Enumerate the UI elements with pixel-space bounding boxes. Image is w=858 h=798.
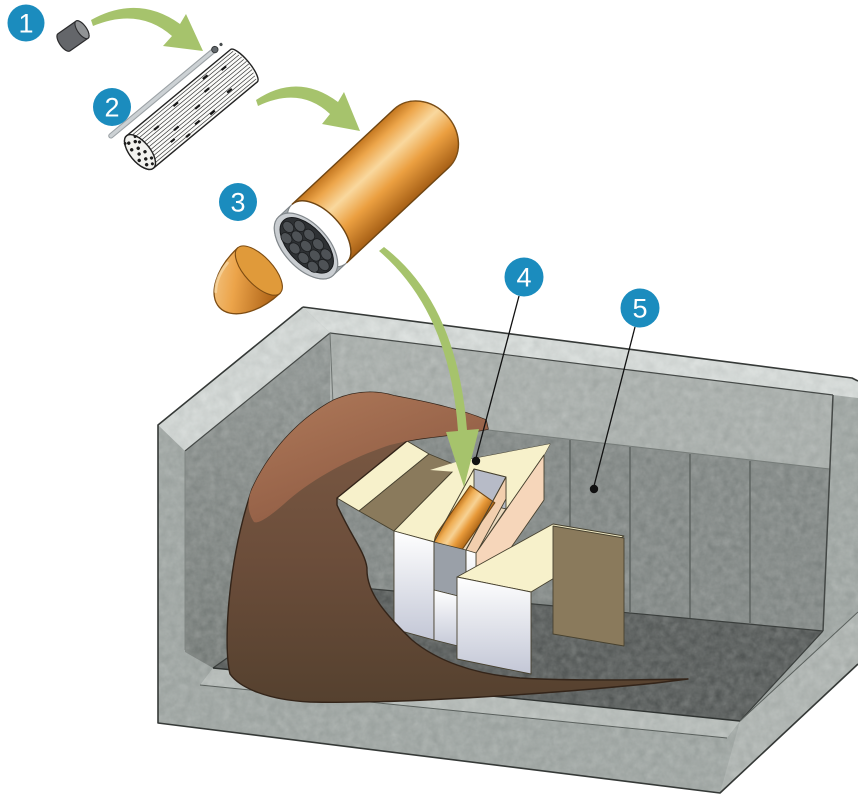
leader-lines [471,295,636,494]
step-marker-5: 5 [620,288,660,328]
arrow-canister-to-vault [379,247,479,487]
leader-dot-5 [589,484,599,494]
lid-face [234,245,283,296]
step-marker-4: 4 [504,257,544,297]
leader-line-4 [475,295,520,459]
backfill-mound [226,391,689,703]
copper-canister [273,100,460,280]
marker-5-label: 5 [632,294,647,324]
marker-4-label: 4 [516,263,531,293]
leader-line-5 [593,326,636,487]
front-block-front-face [456,576,532,675]
buffer-front-face-left [393,530,435,641]
canister-lid [213,245,283,315]
bundle-end-speckles [123,135,154,167]
step-markers: 1 2 3 4 5 [7,4,660,328]
arrow-pellet-to-rods [91,7,203,51]
marker-3-label: 3 [230,188,245,218]
fuel-rod-bundle [108,42,259,171]
arrow-rods-to-canister [256,86,360,131]
buffer-block-assembly [336,440,625,675]
rod-tip [211,45,219,54]
step-marker-1: 1 [7,4,45,42]
rod-spacers [153,65,233,143]
leader-dot-4 [471,456,481,466]
insert-channels [280,219,333,273]
front-block-right-face [552,525,625,647]
fuel-pellet [56,20,90,52]
step-marker-2: 2 [93,88,131,126]
step-marker-3: 3 [219,183,257,221]
marker-1-label: 1 [18,9,33,39]
backfill-top-band [248,392,488,523]
marker-2-label: 2 [104,93,119,123]
